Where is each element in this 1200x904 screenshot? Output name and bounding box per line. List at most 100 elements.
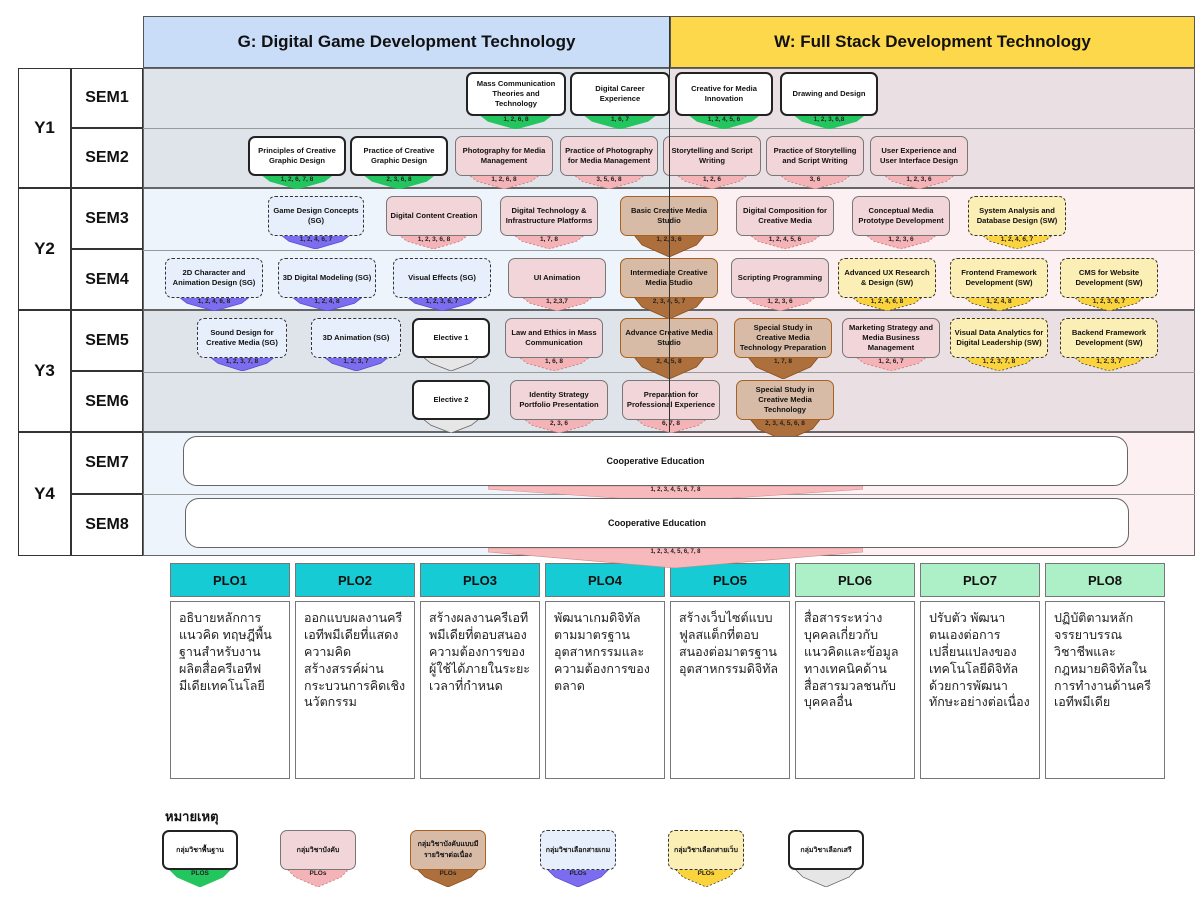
- course-c39[interactable]: Preparation for Professional Experience: [622, 380, 720, 420]
- plo-mapping: 1, 2, 3, 4, 5, 6, 7, 8: [650, 487, 701, 493]
- plo-mapping: 1, 7, 8: [773, 358, 793, 365]
- track-header-web: W: Full Stack Development Technology: [670, 16, 1195, 68]
- course-c8[interactable]: Practice of Photography for Media Manage…: [560, 136, 658, 176]
- course-c21[interactable]: Visual Effects (SG): [393, 258, 491, 298]
- plo-header-7: PLO7: [920, 563, 1040, 597]
- course-c29[interactable]: 3D Animation (SG): [311, 318, 401, 358]
- course-c33[interactable]: Special Study in Creative Media Technolo…: [734, 318, 832, 358]
- course-c6[interactable]: Practice of Creative Graphic Design: [350, 136, 448, 176]
- course-c28[interactable]: Sound Design for Creative Media (SG): [197, 318, 287, 358]
- plo-mapping: 2, 3, 4, 5, 7: [652, 298, 686, 305]
- course-c35[interactable]: Visual Data Analytics for Digital Leader…: [950, 318, 1048, 358]
- plo-arrow: 1, 2, 3, 4, 5, 6, 7, 8: [488, 486, 863, 502]
- course-c34[interactable]: Marketing Strategy and Media Business Ma…: [842, 318, 940, 358]
- course-c7[interactable]: Photography for Media Management: [455, 136, 553, 176]
- course-c17[interactable]: Conceptual Media Prototype Development: [852, 196, 950, 236]
- track-header-game: G: Digital Game Development Technology: [143, 16, 670, 68]
- plo-mapping: 1, 2, 4, 6, 7: [299, 236, 333, 243]
- course-c22[interactable]: UI Animation: [508, 258, 606, 298]
- course-c10[interactable]: Practice of Storytelling and Script Writ…: [766, 136, 864, 176]
- course-c25[interactable]: Advanced UX Research & Design (SW): [838, 258, 936, 298]
- plo-arrow: [422, 357, 480, 371]
- course-c40[interactable]: Special Study in Creative Media Technolo…: [736, 380, 834, 420]
- plo-arrow: 1, 2, 4, 5, 6: [749, 235, 821, 249]
- plo-mapping: 1, 2, 3, 6, 8: [417, 236, 451, 243]
- plo-mapping: 3, 6: [809, 176, 821, 183]
- course-c20[interactable]: 3D Digital Modeling (SG): [278, 258, 376, 298]
- course-c31[interactable]: Law and Ethics in Mass Communication: [505, 318, 603, 358]
- course-c3[interactable]: Creative for Media Innovation: [675, 72, 773, 116]
- legend-arrow: PLOs: [287, 869, 349, 887]
- plo-description-7: ปรับตัว พัฒนาตนเองต่อการเปลี่ยนแปลงของเท…: [920, 601, 1040, 779]
- plo-arrow: 1, 2, 4, 6, 8: [851, 297, 923, 311]
- course-c14[interactable]: Digital Technology & Infrastructure Plat…: [500, 196, 598, 236]
- legend-title: หมายเหตุ: [165, 809, 219, 824]
- plo-mapping: 1, 2, 3, 7: [343, 358, 369, 365]
- semester-label-sem7: SEM7: [71, 432, 143, 494]
- course-c1[interactable]: Mass Communication Theories and Technolo…: [466, 72, 566, 116]
- legend-req: กลุ่มวิชาบังคับ: [280, 830, 356, 870]
- course-c2[interactable]: Digital Career Experience: [570, 72, 670, 116]
- course-c12[interactable]: Game Design Concepts (SG): [268, 196, 364, 236]
- semester-label-sem6: SEM6: [71, 371, 143, 432]
- course-c11[interactable]: User Experience and User Interface Desig…: [870, 136, 968, 176]
- legend-game: กลุ่มวิชาเลือกสายเกม: [540, 830, 616, 870]
- plo-header-1: PLO1: [170, 563, 290, 597]
- plo-arrow: 1, 2, 4, 5, 6: [688, 115, 760, 129]
- plo-description-1: อธิบายหลักการแนวคิด ทฤษฎีพื้นฐานสำหรับงา…: [170, 601, 290, 779]
- year-label-y4: Y4: [18, 432, 71, 556]
- course-c13[interactable]: Digital Content Creation: [386, 196, 482, 236]
- plo-arrow: 1, 6, 7: [584, 115, 656, 129]
- plo-mapping: 3, 5, 6, 8: [596, 176, 622, 183]
- plo-arrow: 2, 3, 6, 8: [363, 175, 435, 189]
- plo-mapping: 1, 2, 4, 6, 7: [1000, 236, 1034, 243]
- plo-arrow: 1, 2, 3, 6: [883, 175, 955, 189]
- course-c37[interactable]: Elective 2: [412, 380, 490, 420]
- course-c30[interactable]: Elective 1: [412, 318, 490, 358]
- legend-arrow-label: PLOs: [569, 870, 587, 877]
- plo-mapping: 6, 7, 8: [661, 420, 681, 427]
- semester-label-sem4: SEM4: [71, 249, 143, 310]
- course-c27[interactable]: CMS for Website Development (SW): [1060, 258, 1158, 298]
- plo-arrow: 1, 2, 4, 6, 7: [981, 235, 1053, 249]
- plo-arrow: 1, 2, 6, 7, 8: [261, 175, 333, 189]
- plo-mapping: 2, 3, 6, 8: [386, 176, 412, 183]
- plo-arrow: 1, 2, 3, 7, 8: [209, 357, 275, 371]
- year-label-y2: Y2: [18, 188, 71, 310]
- plo-mapping: 1, 2, 4, 5, 6: [768, 236, 802, 243]
- plo-mapping: 1, 6, 8: [544, 358, 564, 365]
- course-c26[interactable]: Frontend Framework Development (SW): [950, 258, 1048, 298]
- course-c19[interactable]: 2D Character and Animation Design (SG): [165, 258, 263, 298]
- plo-mapping: 1, 2, 3, 6, 7: [1092, 298, 1126, 305]
- course-c18[interactable]: System Analysis and Database Design (SW): [968, 196, 1066, 236]
- plo-mapping: 1, 2,3,7: [546, 298, 568, 305]
- legend-arrow: PLOs: [547, 869, 609, 887]
- legend-arrow-label: PLOs: [697, 870, 715, 877]
- plo-arrow: 1, 2, 4, 8: [963, 297, 1035, 311]
- plo-arrow: 1, 2, 3, 6: [744, 297, 816, 311]
- course-c24[interactable]: Scripting Programming: [731, 258, 829, 298]
- legend-arrow-label: PLOs: [439, 870, 457, 877]
- plo-mapping: 1, 7, 8: [539, 236, 559, 243]
- legend-arrow: PLOS: [169, 869, 231, 887]
- course-c9[interactable]: Storytelling and Script Writing: [663, 136, 761, 176]
- plo-mapping: 1, 2, 4, 8: [314, 298, 340, 305]
- semester-label-sem2: SEM2: [71, 128, 143, 188]
- plo-arrow: 1, 2, 3, 7, 8: [963, 357, 1035, 371]
- plo-description-5: สร้างเว็บไซต์แบบฟูลสแต็กที่ตอบสนองต่อมาต…: [670, 601, 790, 779]
- course-c4[interactable]: Drawing and Design: [780, 72, 878, 116]
- course-c36[interactable]: Backend Framework Development (SW): [1060, 318, 1158, 358]
- plo-arrow: 6, 7, 8: [635, 419, 707, 433]
- plo-header-2: PLO2: [295, 563, 415, 597]
- course-cooperative-education[interactable]: Cooperative Education: [185, 498, 1129, 548]
- plo-arrow: 3, 6: [779, 175, 851, 189]
- plo-arrow: 3, 5, 6, 8: [573, 175, 645, 189]
- plo-arrow: 1, 2, 3, 4, 5, 6, 7, 8: [488, 548, 863, 568]
- plo-mapping: 1, 2, 6, 8: [503, 116, 529, 123]
- plo-arrow: 1, 2, 6, 8: [480, 115, 552, 129]
- course-c38[interactable]: Identity Strategy Portfolio Presentation: [510, 380, 608, 420]
- plo-mapping: 1, 2, 6, 7: [878, 358, 904, 365]
- course-c5[interactable]: Principles of Creative Graphic Design: [248, 136, 346, 176]
- course-c16[interactable]: Digital Composition for Creative Media: [736, 196, 834, 236]
- course-cooperative-education[interactable]: Cooperative Education: [183, 436, 1128, 486]
